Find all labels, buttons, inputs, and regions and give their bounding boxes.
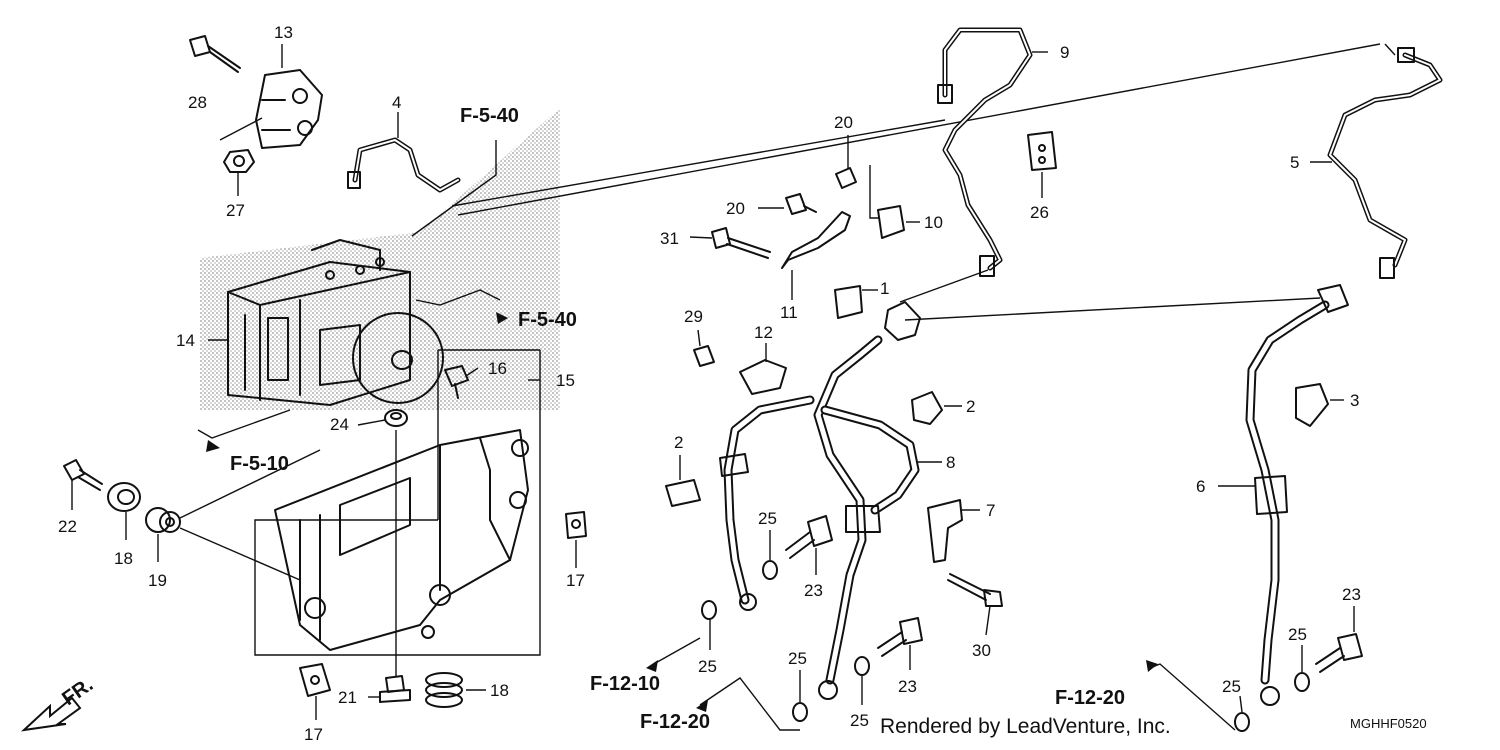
callout-25f: 25	[1222, 677, 1241, 696]
callout-25b: 25	[698, 657, 717, 676]
clip-17b[interactable]	[299, 663, 331, 697]
callout-12: 12	[754, 323, 773, 342]
grommet-18b[interactable]	[425, 672, 463, 708]
bracket-13[interactable]	[255, 69, 323, 149]
callout-28: 28	[188, 93, 207, 112]
callout-23b: 23	[898, 677, 917, 696]
clip-1[interactable]	[834, 285, 863, 319]
brake-pipe-5[interactable]	[1327, 47, 1443, 279]
callout-29: 29	[684, 307, 703, 326]
ref-f-5-10[interactable]: F-5-10	[230, 453, 289, 475]
ref-f-12-20-left[interactable]: F-12-20	[640, 711, 710, 733]
brake-pipe-4[interactable]	[347, 137, 461, 193]
callout-26: 26	[1030, 203, 1049, 222]
callout-27: 27	[226, 201, 245, 220]
callout-2: 2	[966, 397, 975, 416]
bolt-23a[interactable]	[785, 515, 833, 559]
washers-25[interactable]	[701, 560, 1310, 732]
callout-22: 22	[58, 517, 77, 536]
reference-arrows	[206, 312, 1158, 712]
bolt-29[interactable]	[693, 345, 715, 367]
callout-20: 20	[834, 113, 853, 132]
drawing-code: MGHHF0520	[1350, 716, 1427, 731]
callout-3: 3	[1350, 391, 1359, 410]
bolt-23c[interactable]	[1315, 633, 1363, 673]
callout-11: 11	[780, 303, 798, 322]
callout-31: 31	[660, 229, 679, 248]
hose-joint-1[interactable]	[884, 269, 989, 341]
callout-6: 6	[1196, 477, 1205, 496]
bolt-31[interactable]	[711, 227, 771, 259]
brake-hose-8[interactable]	[719, 335, 920, 700]
reference-labels: F-5-40 F-5-40 F-5-10 F-12-10 F-12-20 F-1…	[230, 105, 1125, 733]
callout-19: 19	[148, 571, 167, 590]
clip-17[interactable]	[565, 511, 587, 539]
callout-15: 15	[556, 371, 575, 390]
callout-labels: 13 28 4 27 14 16 15 24 22 18 19 17 21 18…	[58, 23, 1361, 744]
front-direction-arrow-icon: FR.	[20, 674, 97, 732]
bolt-21[interactable]	[379, 430, 411, 703]
callout-17: 17	[566, 571, 585, 590]
sensor-clip-12[interactable]	[739, 359, 787, 395]
callout-23: 23	[804, 581, 823, 600]
callout-17b: 17	[304, 725, 323, 744]
render-credit: Rendered by LeadVenture, Inc.	[880, 715, 1171, 738]
bolt-30[interactable]	[947, 573, 1003, 607]
bolt-23b[interactable]	[877, 617, 923, 657]
clamp-2[interactable]	[911, 391, 943, 425]
callout-20b: 20	[726, 199, 745, 218]
callout-9: 9	[1060, 43, 1069, 62]
grommet-18[interactable]	[107, 482, 141, 512]
callout-7: 7	[986, 501, 995, 520]
bracket-11[interactable]	[781, 211, 851, 269]
nut-24[interactable]	[384, 409, 408, 427]
callout-18b: 18	[490, 681, 509, 700]
leaders-left	[71, 44, 577, 720]
routing-lines	[451, 43, 1396, 321]
bolt-20b[interactable]	[785, 193, 817, 215]
bolt-28[interactable]	[189, 35, 241, 73]
modulator-bracket-15[interactable]	[254, 349, 541, 656]
callout-18: 18	[114, 549, 133, 568]
ref-f-5-40-top[interactable]: F-5-40	[460, 105, 519, 127]
callout-16: 16	[488, 359, 507, 378]
callout-2b: 2	[674, 433, 683, 452]
clip-10[interactable]	[877, 205, 905, 239]
callout-25c: 25	[788, 649, 807, 668]
callout-13: 13	[274, 23, 293, 42]
bolt-16[interactable]	[444, 365, 469, 399]
bracket-7[interactable]	[927, 499, 963, 563]
leaders-right	[651, 51, 1355, 731]
clip-26[interactable]	[1027, 131, 1057, 171]
callout-1: 1	[880, 279, 889, 298]
callout-21: 21	[338, 688, 357, 707]
callout-23c: 23	[1342, 585, 1361, 604]
callout-4: 4	[392, 93, 401, 112]
brake-pipe-9[interactable]	[937, 27, 1033, 277]
callout-30: 30	[972, 641, 991, 660]
ref-f-12-20-right[interactable]: F-12-20	[1055, 687, 1125, 709]
bolt-20a[interactable]	[835, 167, 857, 189]
callout-25e: 25	[1288, 625, 1307, 644]
ref-f-12-10[interactable]: F-12-10	[590, 673, 660, 695]
callout-25: 25	[758, 509, 777, 528]
clamp-2b[interactable]	[665, 479, 701, 507]
abs-modulator[interactable]	[227, 239, 444, 406]
bolt-22[interactable]	[63, 459, 103, 491]
ref-f-5-40-mid[interactable]: F-5-40	[518, 309, 577, 331]
callout-8: 8	[946, 453, 955, 472]
callout-5: 5	[1290, 153, 1299, 172]
nut-27[interactable]	[223, 149, 255, 173]
collar-19[interactable]	[145, 507, 181, 533]
clamp-3[interactable]	[1295, 383, 1329, 427]
callout-24: 24	[330, 415, 349, 434]
callout-10: 10	[924, 213, 943, 232]
callout-25d: 25	[850, 711, 869, 730]
callout-14: 14	[176, 331, 195, 350]
brake-hose-6[interactable]	[1245, 284, 1349, 706]
